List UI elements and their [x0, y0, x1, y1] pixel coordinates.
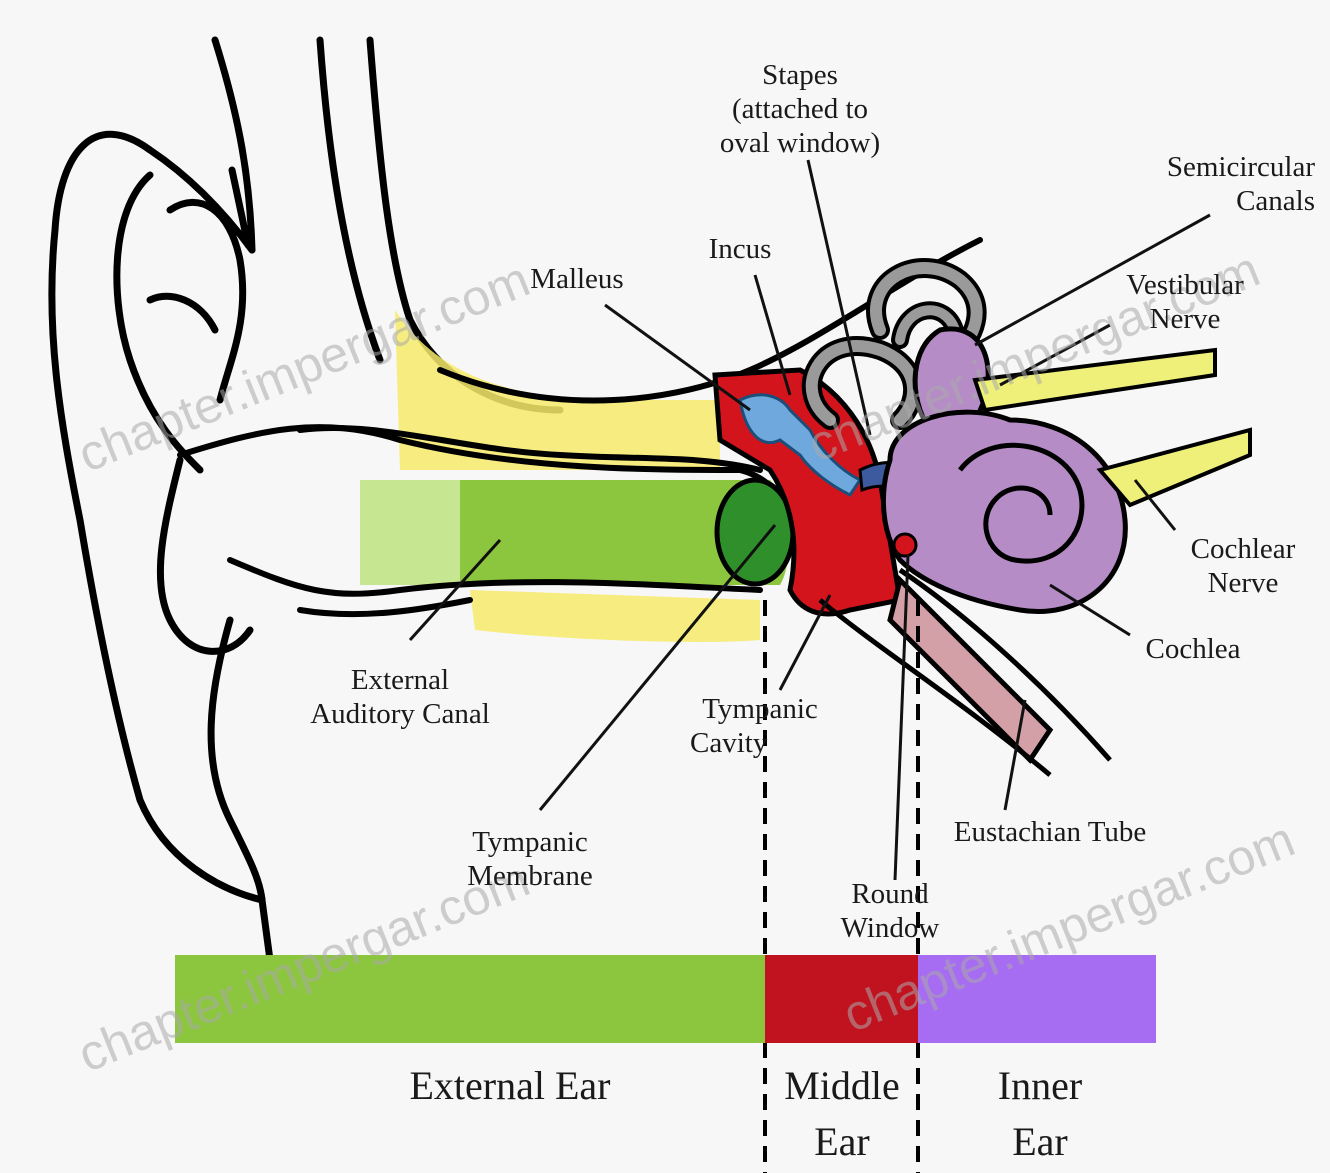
- label-round-window: Round Window: [825, 877, 955, 945]
- label-cochlear-nerve: Cochlear Nerve: [1168, 532, 1318, 600]
- round-window-opening: [894, 534, 916, 556]
- region-external-ear: External Ear: [360, 1058, 660, 1114]
- label-semicircular-canals: Semicircular Canals: [1110, 150, 1315, 218]
- label-malleus: Malleus: [512, 262, 642, 296]
- region-middle-ear: Middle Ear: [768, 1058, 916, 1170]
- region-inner-ear: Inner Ear: [960, 1058, 1120, 1170]
- label-tympanic-membrane: Tympanic Membrane: [440, 825, 620, 893]
- label-eustachian-tube: Eustachian Tube: [925, 815, 1175, 849]
- label-cochlea: Cochlea: [1128, 632, 1258, 666]
- label-tympanic-cavity: Tympanic Cavity: [680, 692, 840, 760]
- label-external-auditory-canal: External Auditory Canal: [280, 663, 520, 731]
- canal-fade: [360, 480, 460, 585]
- label-stapes: Stapes (attached to oval window): [690, 58, 910, 160]
- label-vestibular-nerve: Vestibular Nerve: [1105, 268, 1265, 336]
- label-incus: Incus: [690, 232, 790, 266]
- cochlear-nerve-shape: [1100, 430, 1250, 505]
